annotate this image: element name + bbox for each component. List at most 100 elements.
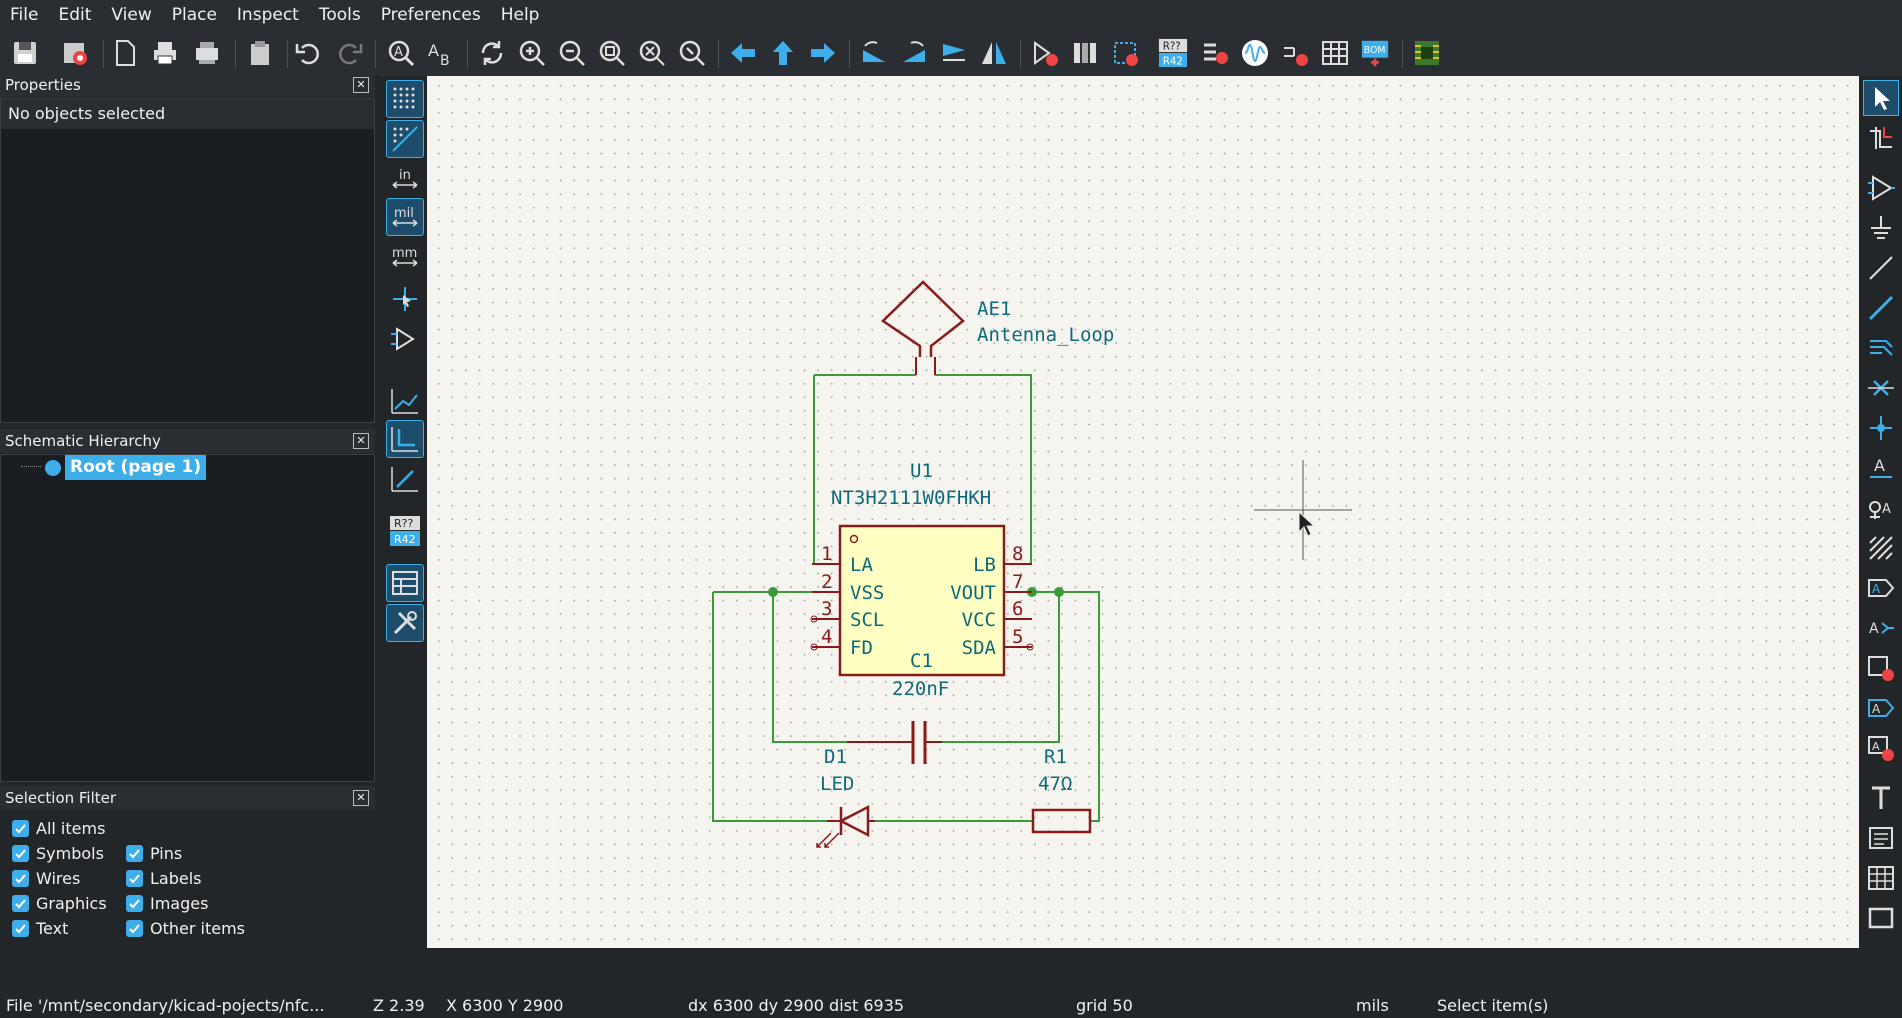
hierarchical-sheet-icon[interactable] <box>1863 650 1899 686</box>
find-icon[interactable]: A <box>384 36 418 70</box>
no-connect-icon[interactable] <box>1863 370 1899 406</box>
wire-antenna-la[interactable] <box>813 375 840 565</box>
mirror-horizontal-icon[interactable] <box>977 36 1011 70</box>
print-icon[interactable] <box>148 36 182 70</box>
filter-other-items[interactable]: Other items <box>126 919 245 938</box>
mirror-vertical-icon[interactable] <box>937 36 971 70</box>
grid-overrides-icon[interactable] <box>386 120 424 158</box>
wire-vcc-res[interactable] <box>1059 591 1100 822</box>
symbol-editor-icon[interactable] <box>1028 36 1062 70</box>
grid-toggle-icon[interactable] <box>386 80 424 118</box>
menu-edit[interactable]: Edit <box>58 5 92 25</box>
field-table-icon[interactable] <box>1318 36 1352 70</box>
place-power-icon[interactable] <box>1863 210 1899 246</box>
net-label-icon[interactable]: A <box>1863 450 1899 486</box>
ic-body[interactable] <box>838 524 1006 677</box>
annotate-icon[interactable]: R??R42 <box>1156 36 1190 70</box>
checkbox-checked-icon <box>12 845 29 862</box>
place-rule-area-icon[interactable] <box>1863 530 1899 566</box>
menu-inspect[interactable]: Inspect <box>236 5 299 25</box>
line-mode-90-icon[interactable] <box>386 420 424 458</box>
new-page-icon[interactable] <box>108 36 142 70</box>
filter-graphics[interactable]: Graphics <box>12 894 107 913</box>
table-icon[interactable] <box>1863 860 1899 896</box>
wire-led[interactable] <box>712 592 827 822</box>
redo-icon[interactable] <box>332 36 366 70</box>
plot-icon[interactable] <box>190 36 224 70</box>
hierarchy-root-item[interactable]: Root (page 1) <box>65 455 207 480</box>
paste-icon[interactable] <box>243 36 277 70</box>
navigate-up-icon[interactable] <box>766 36 800 70</box>
filter-symbols[interactable]: Symbols <box>12 844 104 863</box>
bom-icon[interactable]: BOM <box>1358 36 1392 70</box>
wire-vss-led[interactable] <box>772 592 847 743</box>
rotate-cw-icon[interactable] <box>897 36 931 70</box>
draw-wire-icon[interactable] <box>1863 290 1899 326</box>
rotate-ccw-icon[interactable] <box>857 36 891 70</box>
zoom-out-icon[interactable] <box>555 36 589 70</box>
close-icon[interactable]: ✕ <box>353 790 369 806</box>
filter-all-items[interactable]: All items <box>12 819 105 838</box>
select-tool-icon[interactable] <box>1863 80 1899 116</box>
zoom-fit-icon[interactable] <box>595 36 629 70</box>
zoom-in-icon[interactable] <box>515 36 549 70</box>
footprint-assign-icon[interactable] <box>1108 36 1142 70</box>
place-symbol-icon[interactable] <box>1863 170 1899 206</box>
hierarchical-label-icon[interactable]: A <box>1863 610 1899 646</box>
zoom-selection-icon[interactable] <box>675 36 709 70</box>
hidden-pins-icon[interactable] <box>386 320 424 358</box>
cursor-style-icon[interactable] <box>386 280 424 318</box>
menu-place[interactable]: Place <box>171 5 217 25</box>
capacitor-symbol[interactable] <box>847 721 942 764</box>
filter-labels[interactable]: Labels <box>126 869 202 888</box>
directive-label-icon[interactable]: A <box>1863 490 1899 526</box>
navigate-back-icon[interactable] <box>726 36 760 70</box>
schematic-setup-icon[interactable] <box>58 36 92 70</box>
checkbox-checked-icon <box>12 820 29 837</box>
close-icon[interactable]: ✕ <box>353 77 369 93</box>
junction-icon[interactable] <box>1863 410 1899 446</box>
filter-text[interactable]: Text <box>12 919 68 938</box>
properties-panel-toggle-icon[interactable] <box>386 564 424 602</box>
units-mm-icon[interactable]: mm <box>386 238 424 276</box>
line-mode-free-icon[interactable] <box>386 382 424 420</box>
tools-icon[interactable] <box>386 604 424 642</box>
filter-images[interactable]: Images <box>126 894 208 913</box>
menu-view[interactable]: View <box>111 5 152 25</box>
erc-icon[interactable] <box>1198 36 1232 70</box>
filter-pins[interactable]: Pins <box>126 844 182 863</box>
undo-icon[interactable] <box>292 36 326 70</box>
netlist-icon[interactable] <box>1278 36 1312 70</box>
line-mode-45-icon[interactable] <box>386 460 424 498</box>
resistor-symbol[interactable] <box>1031 808 1092 834</box>
navigate-forward-icon[interactable] <box>806 36 840 70</box>
menu-file[interactable]: File <box>10 5 39 25</box>
menu-tools[interactable]: Tools <box>318 5 361 25</box>
close-icon[interactable]: ✕ <box>353 433 369 449</box>
simulator-icon[interactable] <box>1238 36 1272 70</box>
zoom-objects-icon[interactable] <box>635 36 669 70</box>
highlight-net-icon[interactable] <box>1863 120 1899 156</box>
pcb-editor-icon[interactable] <box>1410 36 1444 70</box>
menu-preferences[interactable]: Preferences <box>380 5 481 25</box>
annotate-left-icon[interactable]: R??R42 <box>386 512 424 550</box>
symbol-library-icon[interactable] <box>1068 36 1102 70</box>
draw-line-icon[interactable] <box>1863 250 1899 286</box>
draw-bus-icon[interactable] <box>1863 330 1899 366</box>
import-sheet-pin-icon[interactable]: A <box>1863 690 1899 726</box>
refresh-icon[interactable] <box>475 36 509 70</box>
save-icon[interactable] <box>8 36 42 70</box>
antenna-symbol[interactable] <box>881 280 965 375</box>
menu-help[interactable]: Help <box>500 5 540 25</box>
text-box-icon[interactable] <box>1863 820 1899 856</box>
schematic-canvas[interactable]: AE1 Antenna_Loop U1 NT3H2111W0FHKH 1 2 3… <box>427 76 1859 948</box>
units-inch-icon[interactable]: in <box>386 160 424 198</box>
rectangle-icon[interactable] <box>1863 900 1899 936</box>
place-text-icon[interactable] <box>1863 780 1899 816</box>
sheet-pin-icon[interactable]: A <box>1863 730 1899 766</box>
units-mil-icon[interactable]: mil <box>386 198 424 236</box>
filter-wires[interactable]: Wires <box>12 869 80 888</box>
led-symbol[interactable] <box>816 804 875 848</box>
global-label-icon[interactable]: A <box>1863 570 1899 606</box>
